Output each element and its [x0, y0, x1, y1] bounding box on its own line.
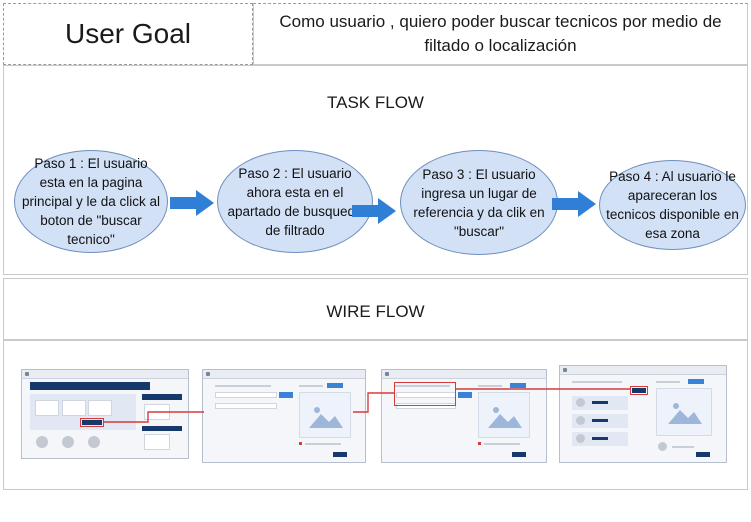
step-3-node: Paso 3 : El usuario ingresa un lugar de … [400, 150, 558, 255]
step-2-node: Paso 2 : El usuario ahora esta en el apa… [217, 150, 373, 253]
image-placeholder-icon [309, 407, 343, 428]
task-flow-title: TASK FLOW [327, 93, 424, 112]
wireframe-location-input [381, 369, 547, 463]
image-placeholder-icon [668, 403, 702, 424]
wireframe-technician-results [559, 365, 727, 463]
connector-2-3 [353, 392, 394, 413]
step-4-node: Paso 4 : Al usuario le apareceran los te… [599, 160, 746, 250]
connector-1-2 [103, 411, 204, 423]
user-goal-text: Como usuario , quiero poder buscar tecni… [253, 3, 748, 65]
arrow-right-icon [552, 191, 596, 217]
wire-flow-title: WIRE FLOW [326, 302, 425, 321]
wireframe-home [21, 369, 189, 459]
arrow-right-icon [170, 190, 214, 216]
image-placeholder-icon [488, 407, 522, 428]
step-1-node: Paso 1 : El usuario esta en la pagina pr… [14, 150, 168, 253]
user-goal-label: User Goal [3, 3, 253, 65]
wireframe-filter-search [202, 369, 366, 463]
arrow-right-icon [352, 198, 396, 224]
wire-flow-section [3, 278, 748, 340]
